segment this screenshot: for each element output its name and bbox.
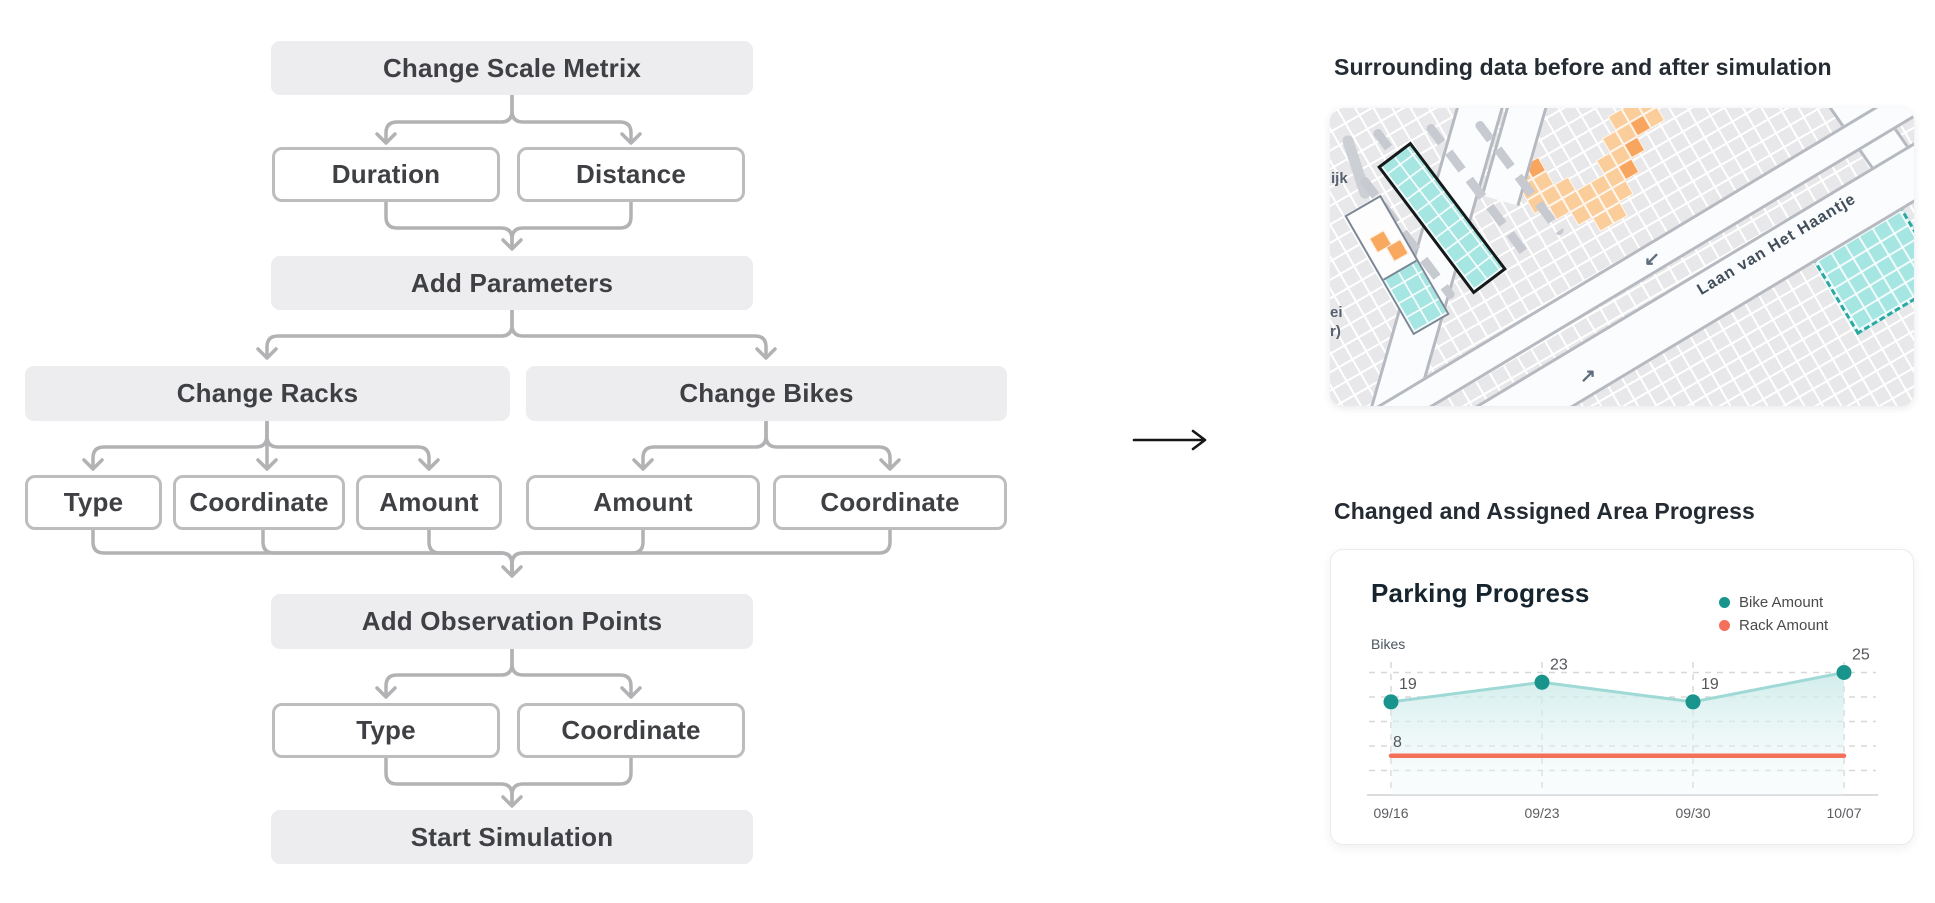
node-racks-amount: Amount (356, 475, 502, 530)
node-change-racks: Change Racks (25, 366, 510, 421)
right-arrow-icon (1132, 429, 1207, 451)
rack-amount-dot-icon (1719, 620, 1730, 631)
node-racks-coordinate: Coordinate (173, 475, 345, 530)
node-add-parameters: Add Parameters (271, 256, 753, 310)
svg-text:19: 19 (1701, 676, 1719, 693)
svg-text:25: 25 (1852, 647, 1870, 664)
simulation-map: Laan van Het Haantje ↙ ↗ ijk ei r) (1330, 108, 1914, 406)
legend-label: Bike Amount (1739, 594, 1824, 611)
parking-progress-card: Parking Progress Bike Amount Rack Amount… (1330, 549, 1914, 845)
map-edge-label-r: r) (1330, 323, 1341, 340)
node-change-bikes: Change Bikes (526, 366, 1007, 421)
map-edge-label-ijk: ijk (1331, 170, 1348, 187)
svg-text:19: 19 (1399, 676, 1417, 693)
node-distance: Distance (517, 147, 745, 202)
svg-text:23: 23 (1550, 656, 1568, 673)
road-direction-southwest-icon: ↙ (1644, 249, 1660, 270)
svg-text:09/30: 09/30 (1675, 805, 1710, 821)
svg-text:09/23: 09/23 (1524, 805, 1559, 821)
chart-card-title: Parking Progress (1371, 578, 1590, 608)
bike-amount-dot-icon (1719, 597, 1730, 608)
legend-item-rack-amount: Rack Amount (1719, 617, 1828, 634)
node-racks-type: Type (25, 475, 162, 530)
parking-progress-plot: 19 23 19 25 8 09/16 09/23 09/30 10/07 (1367, 647, 1878, 821)
map-edge-label-ei: ei (1330, 304, 1343, 321)
node-obs-coordinate: Coordinate (517, 703, 745, 758)
node-duration: Duration (272, 147, 500, 202)
node-bikes-coordinate: Coordinate (773, 475, 1007, 530)
node-change-scale-metrix: Change Scale Metrix (271, 41, 753, 95)
legend-item-bike-amount: Bike Amount (1719, 594, 1823, 611)
map-section-title: Surrounding data before and after simula… (1334, 54, 1832, 80)
svg-text:10/07: 10/07 (1826, 805, 1861, 821)
node-obs-type: Type (272, 703, 500, 758)
road-direction-northeast-icon: ↗ (1580, 366, 1596, 387)
node-bikes-amount: Amount (526, 475, 760, 530)
chart-section-title: Changed and Assigned Area Progress (1334, 498, 1755, 524)
flowchart-connectors (82, 93, 901, 808)
legend-label: Rack Amount (1739, 617, 1829, 634)
svg-text:8: 8 (1393, 734, 1402, 751)
svg-text:09/16: 09/16 (1373, 805, 1408, 821)
y-axis-label: Bikes (1371, 636, 1406, 652)
node-add-observation-points: Add Observation Points (271, 594, 753, 649)
node-start-simulation: Start Simulation (271, 810, 753, 864)
simulation-flowchart: Change Scale Metrix Duration Distance Ad… (25, 41, 1007, 864)
